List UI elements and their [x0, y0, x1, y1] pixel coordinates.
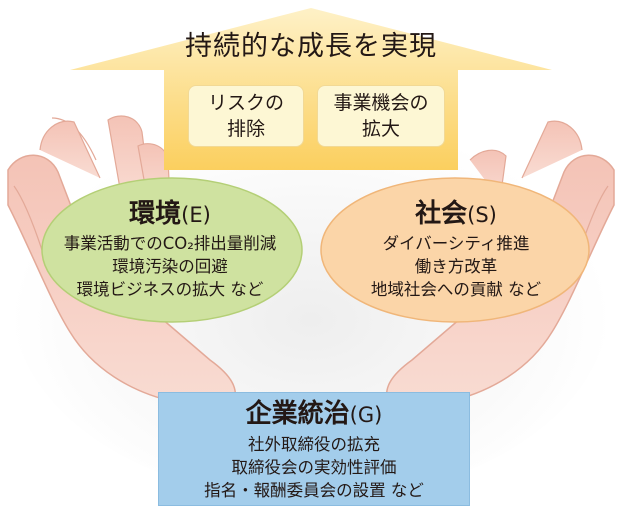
governance-heading: 企業統治(G)	[245, 399, 383, 429]
environment-code: (E)	[181, 203, 211, 227]
environment-item: 事業活動でのCO₂排出量削減	[63, 234, 277, 253]
risk-line-1: リスクの	[207, 92, 284, 114]
social-ellipse	[320, 177, 590, 323]
governance-box	[158, 392, 470, 506]
governance-item: 社外取締役の拡充	[248, 435, 380, 454]
governance-item: 指名・報酬委員会の設置 など	[204, 481, 424, 500]
risk-elimination-box: リスクの 排除	[188, 85, 304, 147]
social-item: 働き方改革	[414, 257, 498, 276]
environment-group: 環境(E) 事業活動でのCO₂排出量削減 環境汚染の回避 環境ビジネスの拡大 な…	[52, 197, 288, 301]
diagram-title: 持続的な成長を実現	[185, 31, 437, 62]
environment-item: 環境ビジネスの拡大 など	[76, 280, 264, 299]
opportunity-line-2: 拡大	[361, 118, 400, 140]
risk-line-2: 排除	[226, 118, 265, 140]
governance-item: 取締役会の実効性評価	[231, 458, 397, 477]
environment-heading: 環境(E)	[129, 199, 211, 229]
governance-group: 企業統治(G) 社外取締役の拡充 取締役会の実効性評価 指名・報酬委員会の設置 …	[158, 396, 470, 502]
business-opportunity-box: 事業機会の 拡大	[317, 85, 445, 147]
opportunity-line-1: 事業機会の	[333, 92, 429, 114]
environment-ellipse	[41, 177, 303, 323]
environment-item: 環境汚染の回避	[112, 257, 228, 276]
social-group: 社会(S) ダイバーシティ推進 働き方改革 地域社会への貢献 など	[336, 197, 576, 301]
governance-code: (G)	[349, 403, 383, 427]
social-item: 地域社会への貢献 など	[370, 280, 542, 299]
social-code: (S)	[467, 203, 497, 227]
social-heading: 社会(S)	[415, 199, 497, 229]
social-item: ダイバーシティ推進	[382, 234, 530, 253]
